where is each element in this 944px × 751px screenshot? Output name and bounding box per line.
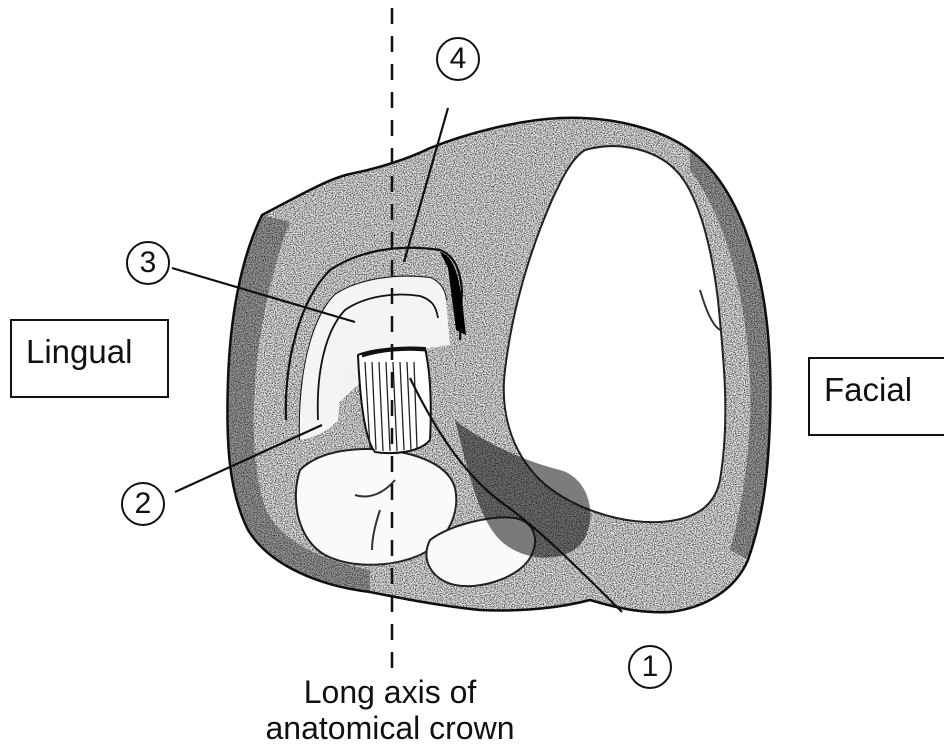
- callout-1: 1: [628, 645, 672, 689]
- long-axis-caption: Long axis of anatomical crown: [200, 674, 580, 746]
- callout-3: 3: [126, 241, 170, 285]
- long-axis-caption-line2: anatomical crown: [200, 710, 580, 746]
- facial-label: Facial: [808, 357, 944, 436]
- callout-4: 4: [436, 37, 480, 81]
- lingual-label: Lingual: [10, 319, 169, 398]
- callout-2: 2: [121, 482, 165, 526]
- long-axis-caption-line1: Long axis of: [200, 674, 580, 710]
